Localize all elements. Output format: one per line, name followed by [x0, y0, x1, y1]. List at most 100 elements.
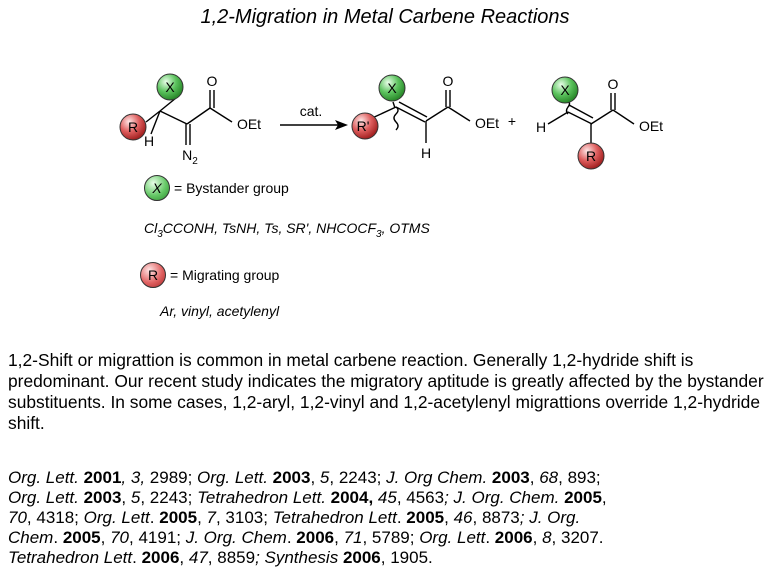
reference-run: 2005 — [62, 528, 101, 547]
reference-run: Org. Lett — [83, 508, 150, 527]
reference-run: , 893; — [558, 468, 601, 487]
reference-run: 2004, — [330, 488, 378, 507]
reference-run: 2005 — [564, 488, 602, 507]
reference-run: J. Org. Chem — [185, 528, 287, 547]
reference-run: , 1905. — [380, 548, 433, 567]
reference-run: , 4563 — [396, 488, 445, 507]
reference-run: 5 — [130, 488, 141, 507]
reference-run: 5 — [319, 468, 330, 487]
reference-run: 2006 — [494, 528, 533, 547]
migrating-group-circle — [577, 142, 605, 170]
reference-run: 8 — [542, 528, 552, 547]
diazo-label: N2 — [182, 147, 198, 167]
migrating-group-circle — [351, 112, 379, 140]
reference-run: 45 — [377, 488, 397, 507]
references: Org. Lett. 2001, 3, 2989; Org. Lett. 200… — [8, 468, 768, 568]
reference-run: 71 — [343, 528, 363, 547]
reference-run: 2005 — [406, 508, 445, 527]
bystander-label: X — [165, 79, 175, 95]
reference-run: 47 — [188, 548, 208, 567]
reference-run: , — [529, 468, 540, 487]
reference-run: 2006 — [342, 548, 381, 567]
migrating-label: R — [586, 148, 596, 164]
reference-run: , — [444, 508, 454, 527]
reference-run: , — [334, 528, 344, 547]
reference-run: , 8859 — [207, 548, 256, 567]
reference-run: 2003 — [272, 468, 311, 487]
reference-run: , 3207. — [551, 528, 604, 547]
reference-run: . — [149, 508, 160, 527]
reference-run: Org. Lett. — [197, 468, 273, 487]
bystander-legend-icon: X — [144, 175, 170, 201]
reference-line: Chem. 2005, 70, 4191; J. Org. Chem. 2006… — [8, 528, 768, 548]
reference-run: ; J. Org. Chem. — [444, 488, 565, 507]
reference-run: 68 — [539, 468, 559, 487]
reference-run: ; J. Org. — [519, 508, 581, 527]
reference-run: , 3103; — [215, 508, 273, 527]
reference-run: , 3, — [121, 468, 150, 487]
reference-run: , — [100, 528, 111, 547]
reference-run: , 2243; — [329, 468, 387, 487]
reference-run: 2005 — [159, 508, 198, 527]
reference-run: . — [396, 508, 407, 527]
description-paragraph: 1,2-Shift or migrattion is common in met… — [8, 350, 764, 433]
oxygen-label: O — [608, 76, 619, 92]
reference-run: . — [132, 548, 142, 567]
reference-run: Org. Lett. — [8, 488, 84, 507]
reference-run: 2989; — [149, 468, 198, 487]
hydrogen-label: H — [536, 119, 546, 135]
reference-run: 2006 — [296, 528, 335, 547]
migrating-label: R — [128, 119, 138, 135]
reference-run: J. Org Chem. — [386, 468, 492, 487]
reference-run: , — [197, 508, 207, 527]
reference-run: 46 — [453, 508, 473, 527]
oxygen-label: O — [443, 73, 454, 89]
ethoxy-label: OEt — [475, 115, 499, 131]
reference-run: , — [121, 488, 131, 507]
reference-run: , 2243; — [140, 488, 198, 507]
reference-run: Tetrahedron Lett — [8, 548, 133, 567]
reference-run: Tetrahedron Lett. — [197, 488, 331, 507]
hydrogen-label: H — [421, 145, 431, 161]
bystander-group-circle — [378, 74, 406, 102]
reference-run: 7 — [206, 508, 216, 527]
reference-run: 2006 — [141, 548, 180, 567]
bystander-group-circle — [551, 76, 579, 104]
reference-run: ; Synthesis — [255, 548, 343, 567]
reference-line: Tetrahedron Lett. 2006, 47, 8859; Synthe… — [8, 548, 768, 568]
page-title: 1,2-Migration in Metal Carbene Reactions — [200, 6, 570, 28]
reference-run: Org. Lett. — [8, 468, 84, 487]
reference-run: , 8873 — [472, 508, 520, 527]
reference-run: , — [601, 488, 607, 507]
catalyst-label: cat. — [300, 103, 323, 119]
reference-run: , 4318; — [26, 508, 84, 527]
bystander-examples: Cl3CCONH, TsNH, Ts, SR', NHCOCF3, OTMS — [144, 220, 430, 240]
migrating-legend-icon: R — [140, 262, 166, 288]
plus-sign: + — [508, 113, 516, 129]
migrating-group-circle — [119, 113, 147, 141]
reference-run: 70 — [110, 528, 130, 547]
ethoxy-label: OEt — [237, 116, 261, 132]
reference-run: , — [310, 468, 320, 487]
reference-run: , — [179, 548, 189, 567]
reference-line: Org. Lett. 2003, 5, 2243; Tetrahedron Le… — [8, 488, 768, 508]
hydrogen-label: H — [144, 133, 154, 149]
reference-line: Org. Lett. 2001, 3, 2989; Org. Lett. 200… — [8, 468, 768, 488]
reference-run: Chem — [8, 528, 54, 547]
reference-run: , 5789; — [362, 528, 420, 547]
reference-run: , — [532, 528, 543, 547]
reaction-scheme: X R H O OEt N2 cat. X R' H O OEt + X H R… — [119, 73, 663, 170]
reference-run: 2001 — [83, 468, 122, 487]
migrating-examples: Ar, vinyl, acetylenyl — [160, 303, 280, 319]
migrating-legend-label: = Migrating group — [170, 267, 280, 283]
reference-run: 70 — [8, 508, 27, 527]
reference-run: 2003 — [491, 468, 530, 487]
bystander-legend-label: = Bystander group — [174, 180, 289, 196]
reference-run: 2003 — [83, 488, 122, 507]
bystander-group-circle — [156, 73, 184, 101]
reference-run: , 4191; — [129, 528, 186, 547]
reference-run: . — [485, 528, 495, 547]
reference-run: . — [286, 528, 297, 547]
migrating-label: R' — [357, 118, 370, 134]
reference-run: Org. Lett — [419, 528, 486, 547]
